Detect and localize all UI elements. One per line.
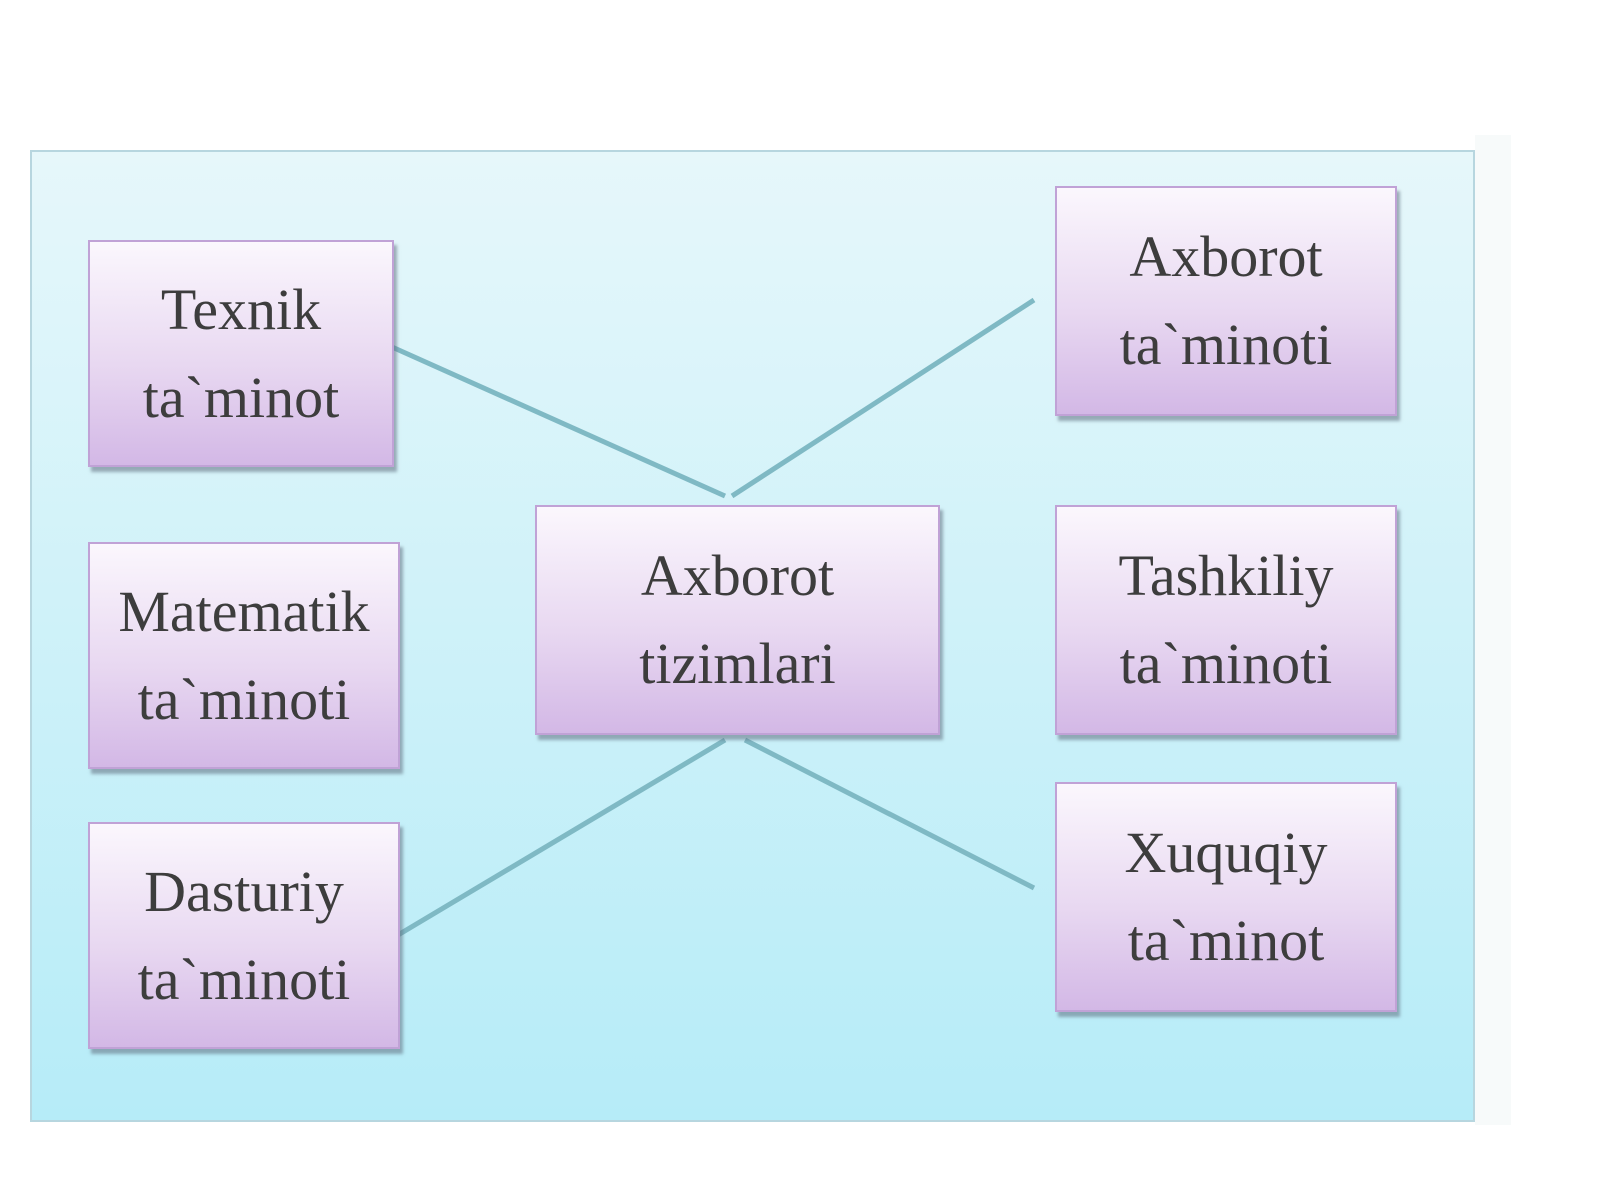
node-xuquqiy-line1: Xuquqiy [1124,820,1328,885]
node-axborot-taminoti: Axborot ta`minoti [1055,186,1397,416]
node-matematik-line2: ta`minoti [137,666,351,732]
node-tashkiliy-taminoti: Tashkiliy ta`minoti [1055,505,1397,735]
node-matematik-taminoti: Matematik ta`minoti [88,542,400,769]
node-xuquqiy-line2: ta`minot [1127,908,1325,973]
node-axborot-line2: ta`minoti [1119,312,1333,377]
node-xuquqiy-taminot: Xuquqiy ta`minot [1055,782,1397,1012]
node-center-line2: tizimlari [639,631,836,696]
node-matematik-line1: Matematik [118,578,370,644]
node-dasturiy-taminoti: Dasturiy ta`minoti [88,822,400,1049]
node-texnik-line1: Texnik [160,276,322,342]
panel-edge [1475,135,1511,1125]
node-tashkiliy-line1: Tashkiliy [1118,543,1334,608]
node-texnik-taminot: Texnik ta`minot [88,240,394,467]
node-axborot-line1: Axborot [1129,224,1323,289]
node-dasturiy-line2: ta`minoti [137,946,351,1012]
node-axborot-tizimlari: Axborot tizimlari [535,505,940,735]
node-center-line1: Axborot [640,543,835,608]
node-dasturiy-line1: Dasturiy [144,858,344,924]
node-texnik-line2: ta`minot [142,364,340,430]
node-tashkiliy-line2: ta`minoti [1119,631,1333,696]
